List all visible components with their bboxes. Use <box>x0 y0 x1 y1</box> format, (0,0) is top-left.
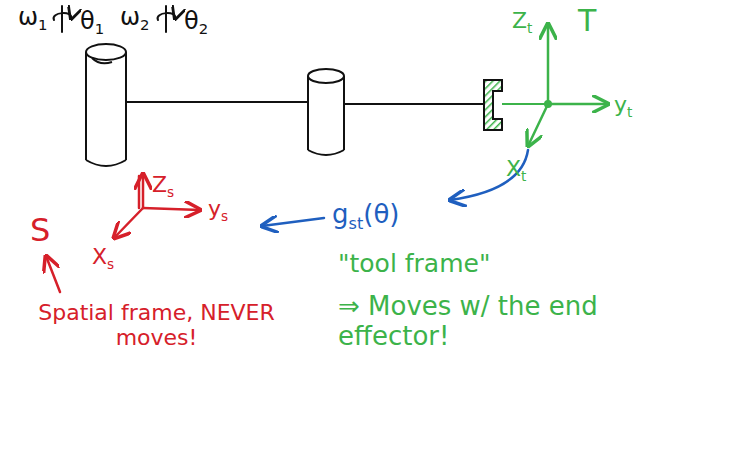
subscript: s <box>221 208 228 224</box>
joint-cylinder <box>86 44 126 166</box>
transform-label: gst(θ) <box>332 200 399 230</box>
label-part: θ <box>184 7 199 35</box>
joint-angle: θ1 <box>80 8 104 36</box>
axis-label: yt <box>614 92 632 117</box>
subscript: s <box>167 184 174 200</box>
tool-frame-axes <box>528 24 608 146</box>
label-part: Z <box>512 8 527 33</box>
subscript: 1 <box>38 16 47 34</box>
axis-label: Xs <box>92 244 114 269</box>
label-part: ω <box>120 3 140 31</box>
subscript: s <box>107 256 114 272</box>
label-part: ω <box>18 3 38 31</box>
note-text: "tool frame" <box>338 250 490 279</box>
label-part: g <box>332 199 349 229</box>
subscript: 2 <box>140 16 149 34</box>
label-part: (θ) <box>363 199 399 229</box>
subscript: 2 <box>199 20 208 38</box>
angular-velocity: ω2 <box>120 4 150 32</box>
joint-cylinder <box>308 69 344 155</box>
label-part: θ <box>80 7 95 35</box>
frame-name: T <box>578 4 596 39</box>
subscript: st <box>349 214 364 233</box>
axis-label: Xt <box>506 156 526 181</box>
note-text: ⇒ Moves w/ the end effector! <box>338 292 613 352</box>
subscript: t <box>627 104 632 120</box>
spatial-frame-axes <box>46 174 200 292</box>
note-text: Spatial frame, NEVER moves! <box>14 300 299 351</box>
label-part: Z <box>152 172 167 197</box>
label-part: X <box>92 244 107 269</box>
link-line <box>126 101 308 103</box>
axis-label: Zs <box>152 172 174 197</box>
label-part: y <box>614 92 627 117</box>
label-part: X <box>506 156 521 181</box>
subscript: 1 <box>95 20 104 38</box>
joint-angle: θ2 <box>184 8 208 36</box>
angular-velocity: ω1 <box>18 4 48 32</box>
link-line <box>344 103 484 105</box>
axis-label: Zt <box>512 8 532 33</box>
rotation-symbol <box>54 6 176 32</box>
tool-origin <box>544 100 552 108</box>
subscript: t <box>527 20 532 36</box>
label-part: y <box>208 196 221 221</box>
gripper-symbol <box>484 80 502 130</box>
axis-label: ys <box>208 196 228 221</box>
subscript: t <box>521 168 526 184</box>
frame-name: S <box>30 212 50 249</box>
tool-offset <box>502 103 548 105</box>
